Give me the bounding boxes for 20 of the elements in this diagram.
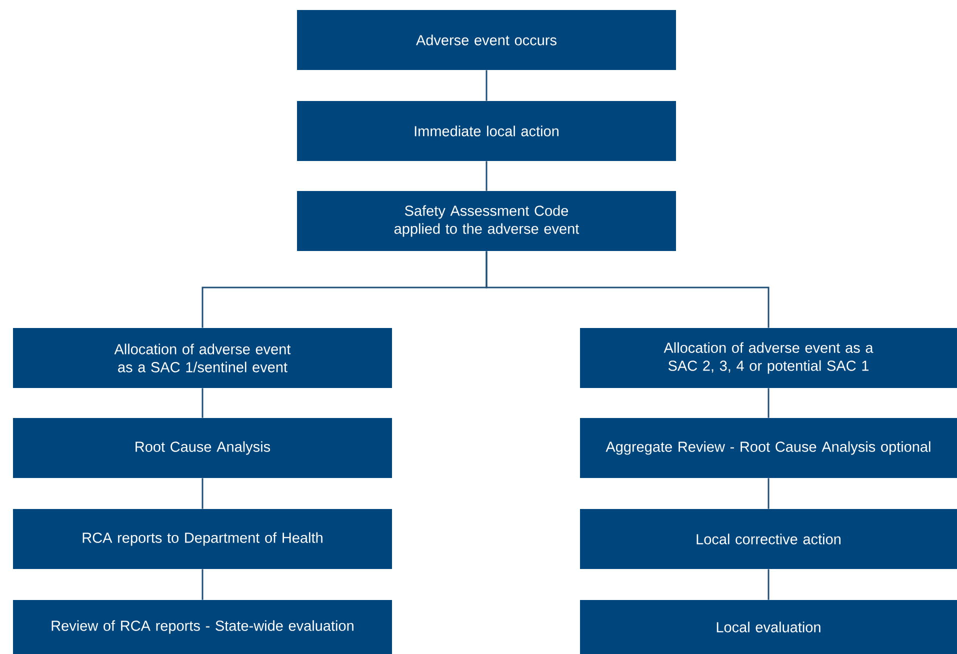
process-box: Allocation of adverse event as a SAC 2, 3, 4 or potential SAC 1 bbox=[580, 328, 957, 388]
process-box: RCA reports to Department of Health bbox=[13, 509, 392, 569]
process-box: Allocation of adverse event as a SAC 1/sentinel event bbox=[13, 328, 392, 388]
connector-line bbox=[202, 478, 204, 509]
process-box: Immediate local action bbox=[297, 101, 676, 161]
process-box: Local corrective action bbox=[580, 509, 957, 569]
process-box: Aggregate Review - Root Cause Analysis optional bbox=[580, 418, 957, 478]
process-box: Safety Assessment Code applied to the adverse event bbox=[297, 191, 676, 251]
process-box: Root Cause Analysis bbox=[13, 418, 392, 478]
process-box: Adverse event occurs bbox=[297, 10, 676, 70]
connector-line bbox=[768, 569, 770, 600]
connector-line bbox=[486, 70, 488, 101]
connector-line bbox=[202, 569, 204, 600]
connector-line bbox=[768, 478, 770, 509]
connector-line bbox=[486, 161, 488, 191]
process-box: Local evaluation bbox=[580, 600, 957, 654]
connector-line bbox=[486, 251, 770, 328]
connector-line bbox=[202, 388, 204, 418]
process-box: Review of RCA reports - State-wide evaluation bbox=[13, 600, 392, 654]
connector-line bbox=[768, 388, 770, 418]
